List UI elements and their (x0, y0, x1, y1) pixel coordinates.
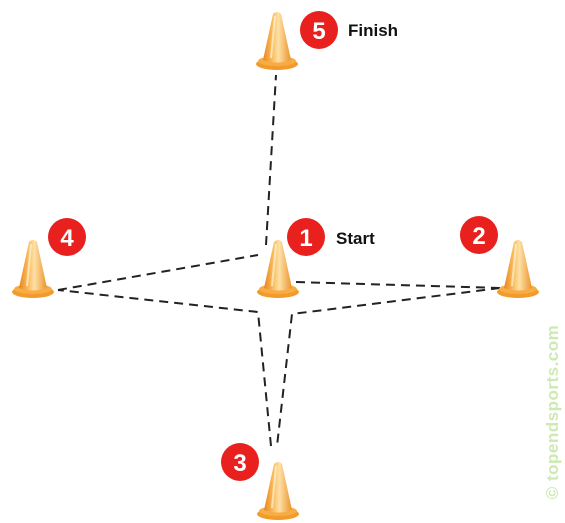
path-segment-start-to-2 (295, 281, 501, 289)
badge-station-4: 4 (48, 218, 86, 256)
path-segment-2-to-3 (276, 287, 501, 447)
drill-path (57, 74, 501, 447)
badge-number: 5 (312, 18, 325, 45)
station-label-start: Start (336, 229, 375, 248)
watermark: © topendsports.com (543, 324, 562, 500)
badge-circle (48, 218, 86, 256)
cone-station-3 (256, 461, 300, 521)
cone-station-2 (496, 239, 540, 299)
badge-station-1: 1 (287, 218, 325, 256)
badge-circle (287, 218, 325, 256)
badge-number: 3 (233, 450, 246, 477)
path-segment-start-to-finish (265, 74, 277, 246)
cone-station-5 (255, 11, 299, 71)
path-segment-3-to-4 (57, 289, 272, 447)
cone-station-4 (11, 239, 55, 299)
badge-station-3: 3 (221, 443, 259, 481)
path-segment-4-to-start (57, 254, 259, 291)
badge-number: 1 (299, 225, 312, 252)
badge-station-2: 2 (460, 216, 498, 254)
badge-station-5: 5 (300, 11, 338, 49)
badge-number: 2 (472, 223, 485, 250)
badge-number: 4 (60, 225, 74, 252)
badge-circle (300, 11, 338, 49)
badge-circle (460, 216, 498, 254)
badge-circle (221, 443, 259, 481)
station-label-finish: Finish (348, 21, 398, 40)
